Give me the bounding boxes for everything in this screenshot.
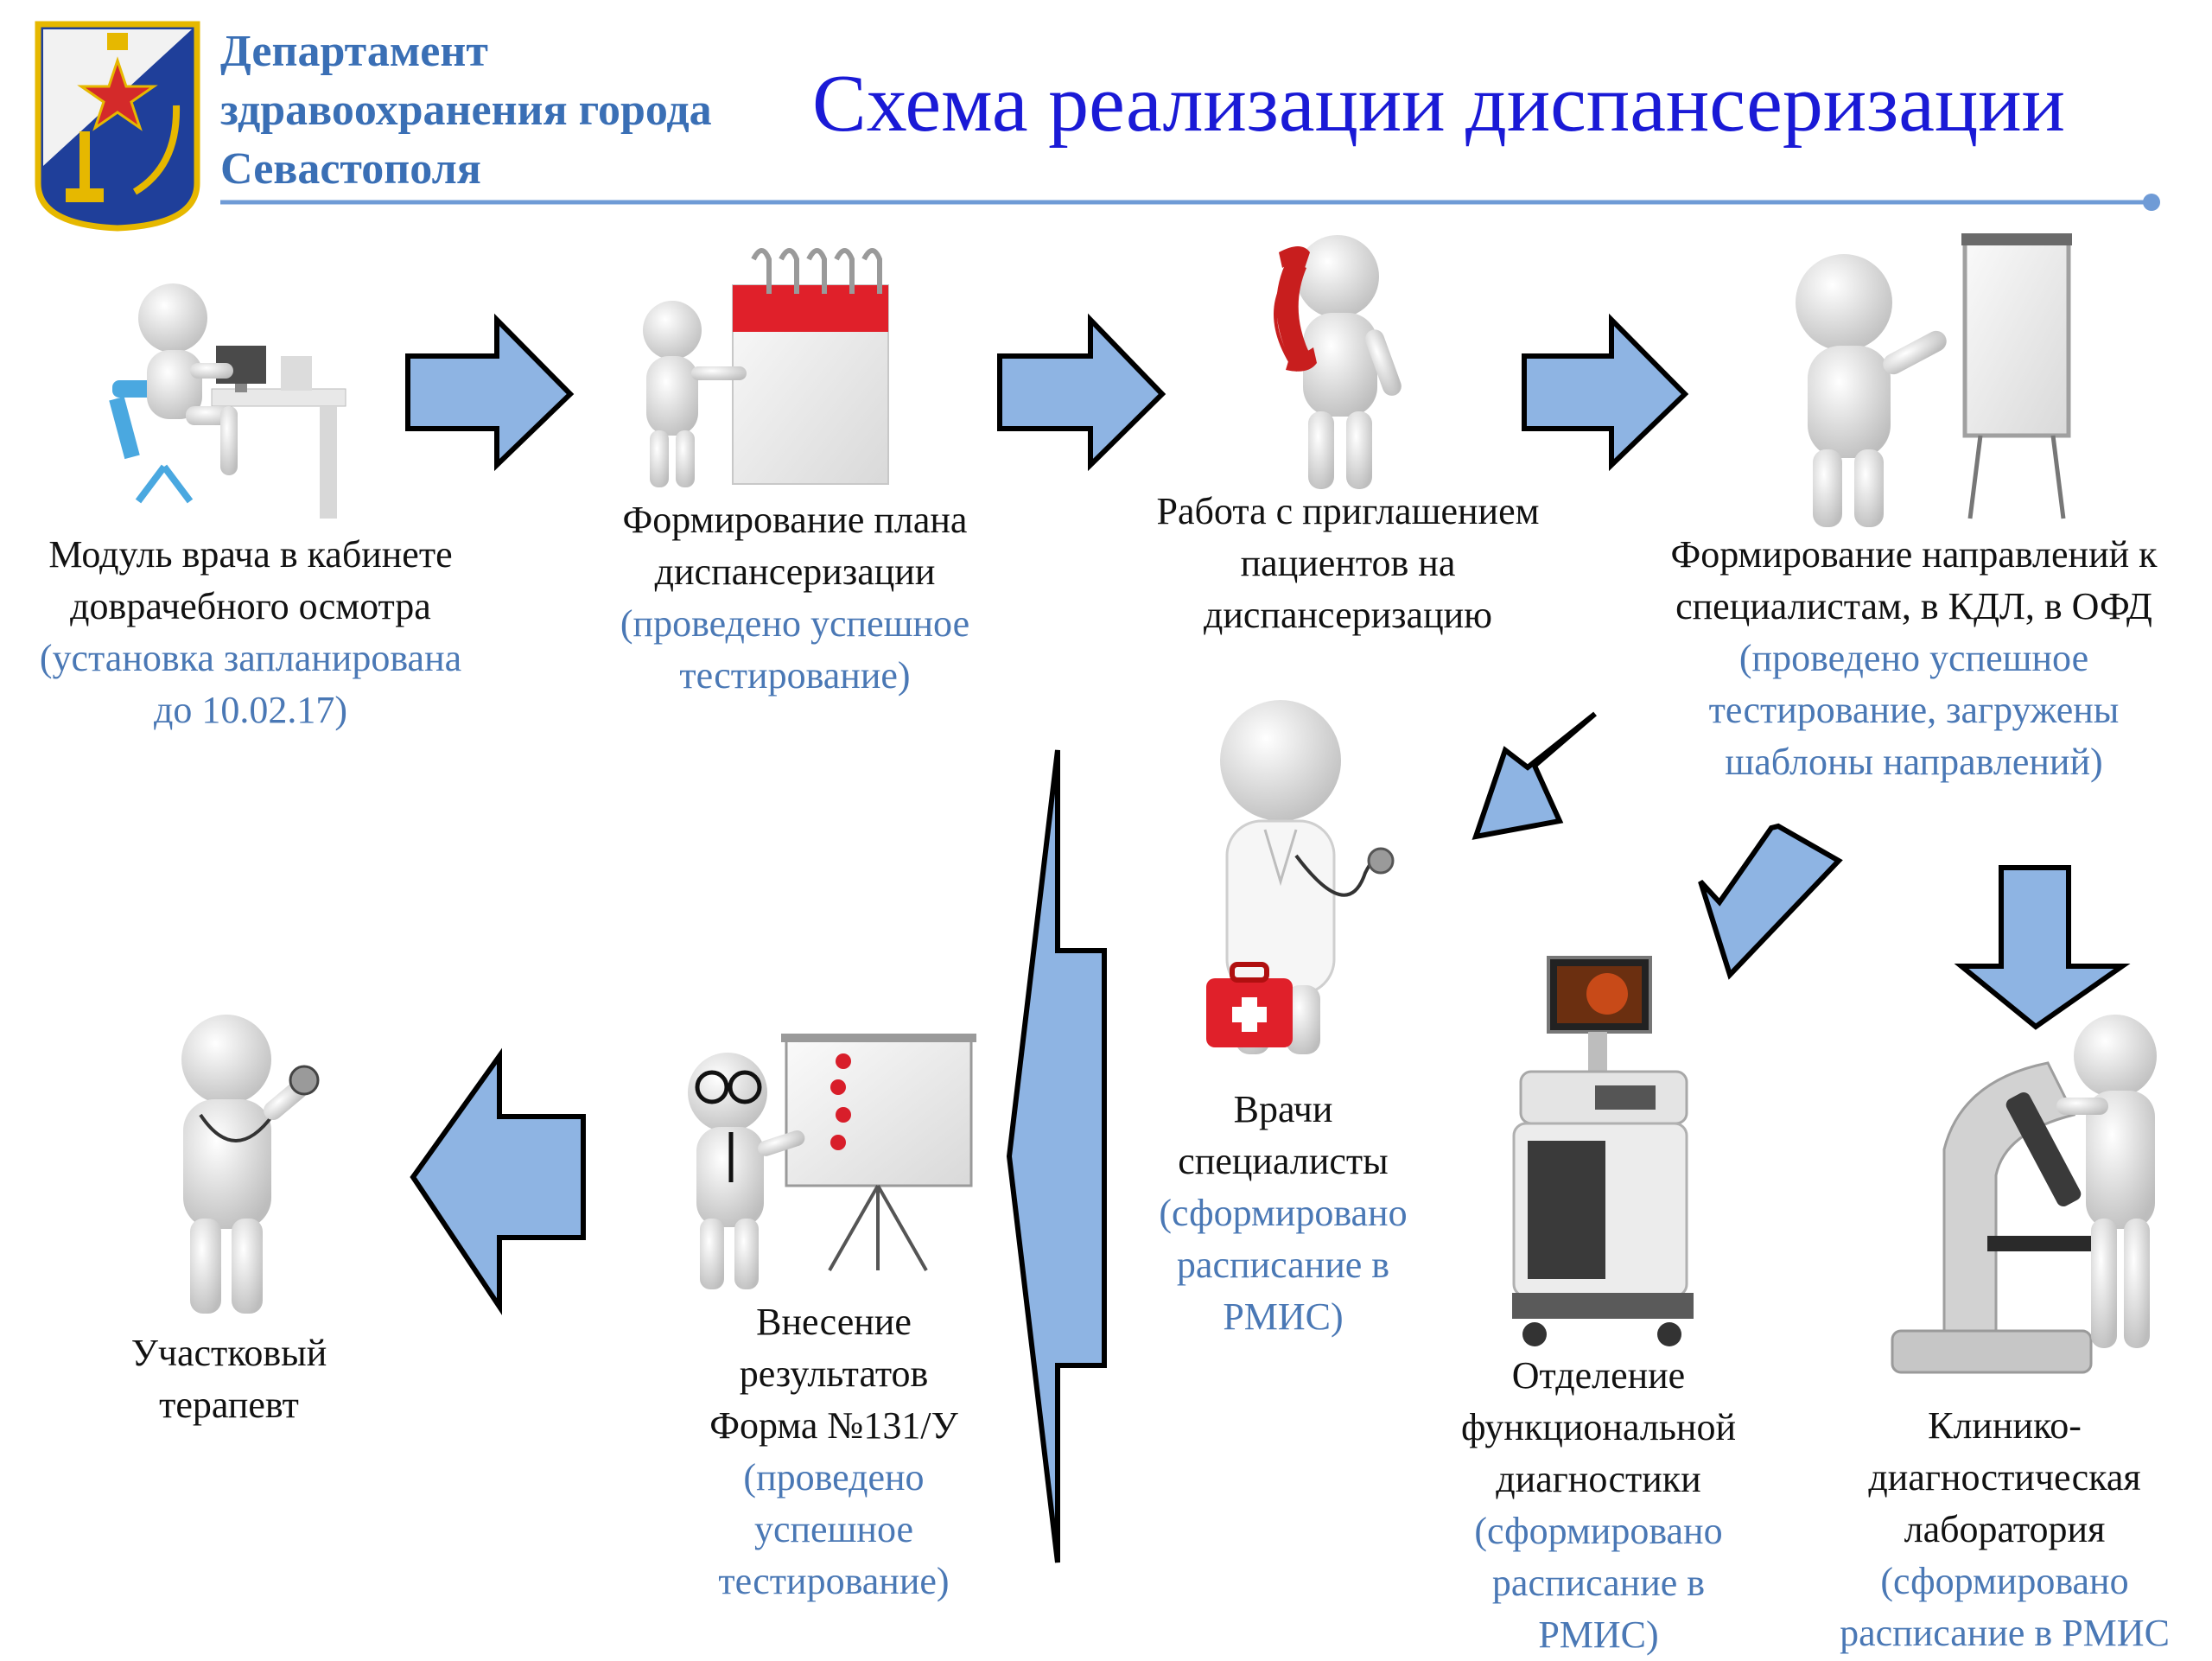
collector-arrow [1006,749,1107,1563]
step-status-line: РМИС) [1223,1295,1344,1338]
step-title-line: диспансеризацию [1203,594,1493,636]
arrow-to-specialists [1471,711,1597,840]
step-status-line: расписание в [1491,1562,1706,1604]
step-status-line: шаблоны направлений) [1725,741,2103,783]
step-title-line: функциональной [1460,1406,1736,1448]
step-status-line: тестирование, загружены [1708,689,2120,731]
step-status-line: (проведено [743,1456,925,1499]
emblem-shape [35,21,200,232]
step-label-lab: Клинико- диагностическая лаборатория (сф… [1806,1400,2203,1659]
arrow-1-to-2 [405,313,575,472]
person-on-phone-icon [1274,235,1402,489]
person-with-calendar-icon [643,248,889,487]
step-title-line: Модуль врача в кабинете [48,533,453,576]
step-status-line: (установка запланирована [39,637,462,679]
step-label-results: Внесение результатов Форма №131/У (прове… [657,1296,1011,1607]
step-label-specialists: Врачи специалисты (сформировано расписан… [1115,1084,1452,1343]
step-status-line: (сформировано [1159,1192,1408,1234]
step-label-invitation: Работа с приглашением пациентов на диспа… [1106,486,1590,641]
arrow-2-to-3 [997,313,1166,472]
step-title-line: специалисты [1178,1140,1389,1182]
step-status-line: тестирование) [718,1560,950,1602]
step-title-line: специалистам, в КДЛ, в ОФД [1675,585,2152,627]
step-label-doctor-module: Модуль врача в кабинете доврачебного осм… [9,529,493,736]
step-title-line: Форма №131/У [709,1404,958,1447]
step-title-line: диагностики [1496,1458,1701,1500]
step-title-line: Отделение [1511,1354,1686,1397]
step-label-therapist: Участковый терапевт [69,1327,389,1431]
department-name: Департамент здравоохранения города Севас… [220,22,808,199]
arrow-to-lab [1954,865,2131,1030]
step-title-line: доврачебного осмотра [70,585,431,627]
step-status-line: тестирование) [679,654,911,697]
step-status-line: (сформировано [1474,1510,1723,1552]
step-status-line: (сформировано [1880,1560,2129,1602]
person-with-microscope-icon [1891,1015,2157,1374]
department-line-1: Департамент [220,27,488,76]
department-line-3: Севастополя [220,144,481,194]
person-at-computer-desk-icon [109,283,346,519]
arrow-to-therapist [410,1047,586,1315]
step-status-line: (проведено успешное [1738,637,2089,679]
step-label-functional-diagnostics: Отделение функциональной диагностики (сф… [1417,1350,1780,1661]
step-status-line: (проведено успешное [620,602,970,645]
doctor-with-medical-bag-icon [1206,700,1395,1054]
physician-with-stethoscope-icon [181,1015,320,1314]
step-status-line: РМИС) [1538,1613,1659,1656]
step-label-plan: Формирование плана диспансеризации (пров… [553,494,1037,702]
step-title-line: Работа с приглашением [1156,490,1540,532]
step-title-line: Клинико- [1928,1404,2082,1447]
person-with-presentation-icon [688,1034,976,1289]
step-title-line: Внесение [756,1301,912,1343]
step-status-line: расписание в [1176,1244,1390,1286]
step-title-line: пациентов на [1240,542,1456,584]
step-status-line: до 10.02.17) [153,689,348,731]
ultrasound-machine-icon [1512,956,1694,1346]
step-title-line: лаборатория [1904,1508,2106,1550]
step-title-line: диспансеризации [654,550,936,593]
department-line-2: здравоохранения города [220,86,712,135]
step-title-line: диагностическая [1868,1456,2141,1499]
page-title: Схема реализации диспансеризации [812,59,2065,149]
step-label-referrals: Формирование направлений к специалистам,… [1624,529,2203,788]
header-rule [220,194,2160,211]
step-title-line: Формирование плана [622,499,968,541]
step-title-line: результатов [739,1352,929,1395]
step-status-line: расписание в РМИС [1840,1612,2170,1654]
step-status-line: успешное [753,1508,914,1550]
person-at-flipchart-icon [1796,233,2072,527]
coat-of-arms-icon [31,19,204,232]
step-title-line: Врачи [1233,1088,1333,1130]
arrow-to-functional-diagnostics [1698,823,1843,980]
step-title-line: терапевт [159,1384,299,1426]
arrow-3-to-4 [1522,313,1689,472]
step-title-line: Участковый [130,1332,327,1374]
step-title-line: Формирование направлений к [1670,533,2158,576]
